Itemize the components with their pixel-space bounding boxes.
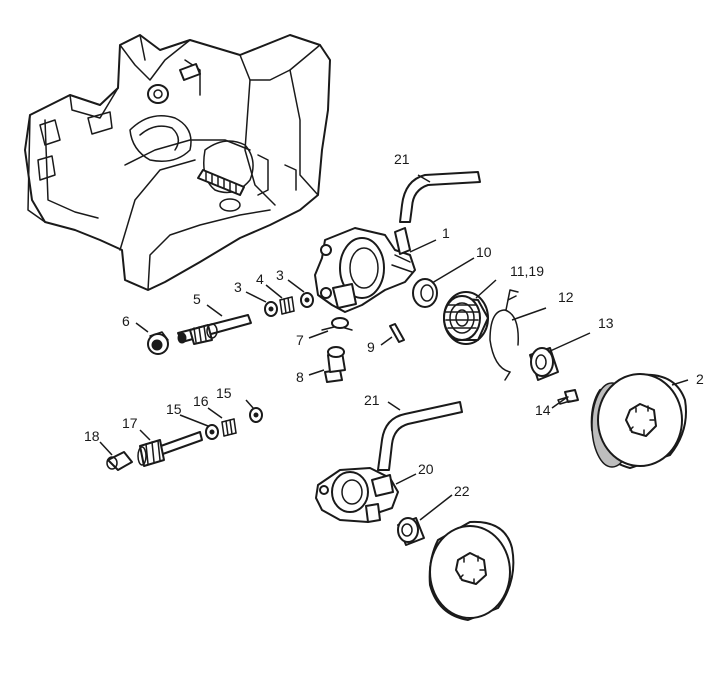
sprocket-drum-lower — [428, 520, 515, 621]
oil-pump-part — [314, 227, 416, 313]
oil-hose-lower — [377, 401, 463, 471]
screw-14 — [557, 389, 579, 405]
spring-4 — [279, 296, 295, 315]
washer-3-right — [300, 292, 314, 308]
washer-10 — [412, 278, 438, 308]
bushing-22 — [397, 517, 425, 546]
adjusting-screw-5 — [177, 314, 252, 345]
label-part-1: 1 — [442, 225, 450, 241]
label-part-20: 20 — [418, 461, 434, 477]
label-part-9: 9 — [367, 339, 375, 355]
adjusting-screw-17 — [137, 431, 203, 467]
label-part-6: 6 — [122, 313, 130, 329]
cap-18 — [106, 451, 133, 471]
plug-6 — [147, 331, 169, 355]
oil-hose-upper — [399, 171, 481, 223]
bushing-13 — [529, 347, 559, 381]
label-part-3: 3 — [276, 267, 284, 283]
label-part-21: 21 — [394, 151, 410, 167]
valve-8 — [324, 346, 346, 383]
washer-15-right — [249, 407, 263, 423]
label-part-8: 8 — [296, 369, 304, 385]
leader-lines — [99, 174, 689, 521]
sprocket-drum-2 — [590, 373, 687, 469]
crankcase-housing — [24, 34, 331, 291]
label-part-11-19: 11,19 — [510, 263, 544, 279]
label-part-22: 22 — [454, 483, 470, 499]
label-part-18: 18 — [84, 428, 100, 444]
pin-9 — [389, 323, 405, 343]
worm-gear-11-19 — [443, 291, 489, 345]
label-part-7: 7 — [296, 332, 304, 348]
label-part-13: 13 — [598, 315, 614, 331]
spring-16 — [221, 418, 237, 437]
oil-pump-20 — [315, 467, 399, 523]
label-part-21: 21 — [364, 392, 380, 408]
washer-15-left — [205, 424, 219, 440]
washer-3-left — [264, 301, 278, 317]
label-part-3: 3 — [234, 279, 242, 295]
part-labels: 1 2 3 3 4 5 6 7 8 9 10 11,19 12 13 14 15… — [84, 151, 704, 499]
o-ring-7 — [321, 317, 353, 331]
label-part-5: 5 — [193, 291, 201, 307]
label-part-4: 4 — [256, 271, 264, 287]
label-part-17: 17 — [122, 415, 138, 431]
spring-clip-12 — [489, 289, 519, 381]
label-part-12: 12 — [558, 289, 574, 305]
label-part-2: 2 — [696, 371, 704, 387]
label-part-15: 15 — [216, 385, 232, 401]
label-part-15: 15 — [166, 401, 182, 417]
label-part-14: 14 — [535, 402, 551, 418]
label-part-10: 10 — [476, 244, 492, 260]
label-part-16: 16 — [193, 393, 209, 409]
